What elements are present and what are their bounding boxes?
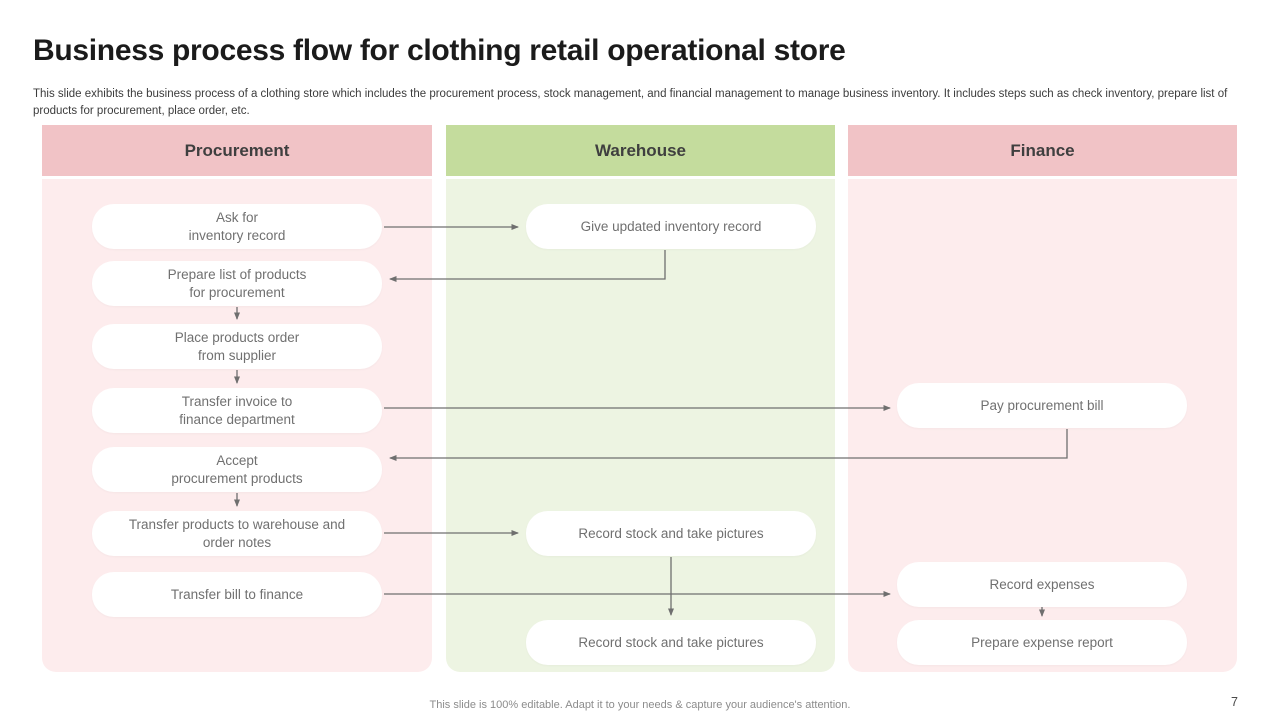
flow-box-label: Prepare expense report [971,634,1113,650]
flow-box-transfer-bill: Transfer bill to finance [92,572,382,617]
flow-box-prepare-list: Prepare list of products for procurement [92,261,382,306]
flow-box-record-expenses: Record expenses [897,562,1187,607]
column-body-warehouse [446,179,835,672]
footer-note: This slide is 100% editable. Adapt it to… [429,699,851,711]
flow-box-label: Record expenses [989,576,1095,592]
flow-box-pay-bill: Pay procurement bill [897,383,1187,428]
flow-box-expense-report: Prepare expense report [897,620,1187,665]
flow-box-label: Prepare list of products for procurement [167,266,307,300]
column-header-label: Finance [1010,140,1075,160]
flow-box-label: Give updated inventory record [580,218,762,234]
flow-box-give-inventory-record: Give updated inventory record [526,204,816,249]
flow-box-place-order: Place products order from supplier [92,324,382,369]
column-header-warehouse: Warehouse [446,125,835,176]
flow-box-record-stock-1: Record stock and take pictures [526,511,816,556]
flow-box-label: Place products order from supplier [174,329,300,363]
flow-box-label: Pay procurement bill [980,397,1104,413]
flow-box-label: Ask for inventory record [188,209,286,243]
flow-box-label: Transfer bill to finance [170,586,304,602]
page-number: 7 [1231,695,1238,709]
flow-box-ask-inventory-record: Ask for inventory record [92,204,382,249]
flow-box-label: Transfer products to warehouse and order… [128,516,346,550]
column-header-procurement: Procurement [42,125,432,176]
flow-box-label: Record stock and take pictures [578,634,764,650]
column-header-label: Warehouse [594,140,686,160]
flow-box-record-stock-2: Record stock and take pictures [526,620,816,665]
page-title: Business process flow for clothing retai… [33,34,846,67]
flow-box-label: Accept procurement products [171,452,303,486]
flow-box-transfer-invoice: Transfer invoice to finance department [92,388,382,433]
slide-description: This slide exhibits the business process… [33,88,1228,117]
flow-box-label: Transfer invoice to finance department [179,393,295,427]
flow-box-transfer-to-warehouse: Transfer products to warehouse and order… [92,511,382,556]
column-header-finance: Finance [848,125,1237,176]
flow-box-label: Record stock and take pictures [578,525,764,541]
column-header-label: Procurement [184,140,290,160]
flow-box-accept-products: Accept procurement products [92,447,382,492]
